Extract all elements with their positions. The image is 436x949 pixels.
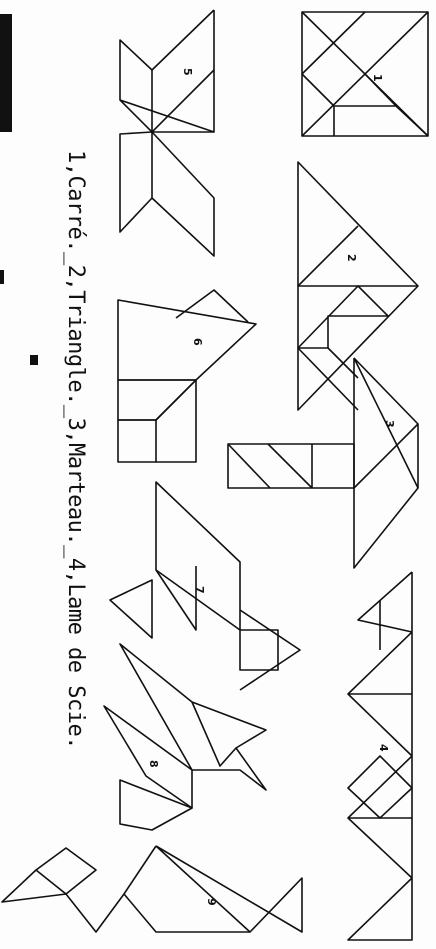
- figure-6: 6: [118, 290, 256, 462]
- figure-9: 9: [2, 846, 302, 932]
- figure-number: 4: [377, 744, 390, 752]
- figure-8: 8: [104, 644, 266, 830]
- figure-1-square: 1: [302, 12, 428, 136]
- figure-number: 5: [181, 68, 194, 76]
- figure-3-hammer: 3: [228, 358, 418, 568]
- figure-4-saw: 4: [348, 572, 412, 940]
- figure-2-triangle: 2: [298, 162, 418, 410]
- figure-number: 7: [193, 586, 206, 594]
- figure-number: 6: [191, 338, 204, 346]
- figure-5: 5: [120, 10, 214, 256]
- figure-number: 3: [383, 420, 396, 428]
- figure-number: 9: [205, 898, 218, 906]
- figure-number: 8: [147, 760, 160, 768]
- figure-number: 2: [345, 254, 358, 262]
- figure-number: 1: [371, 74, 384, 82]
